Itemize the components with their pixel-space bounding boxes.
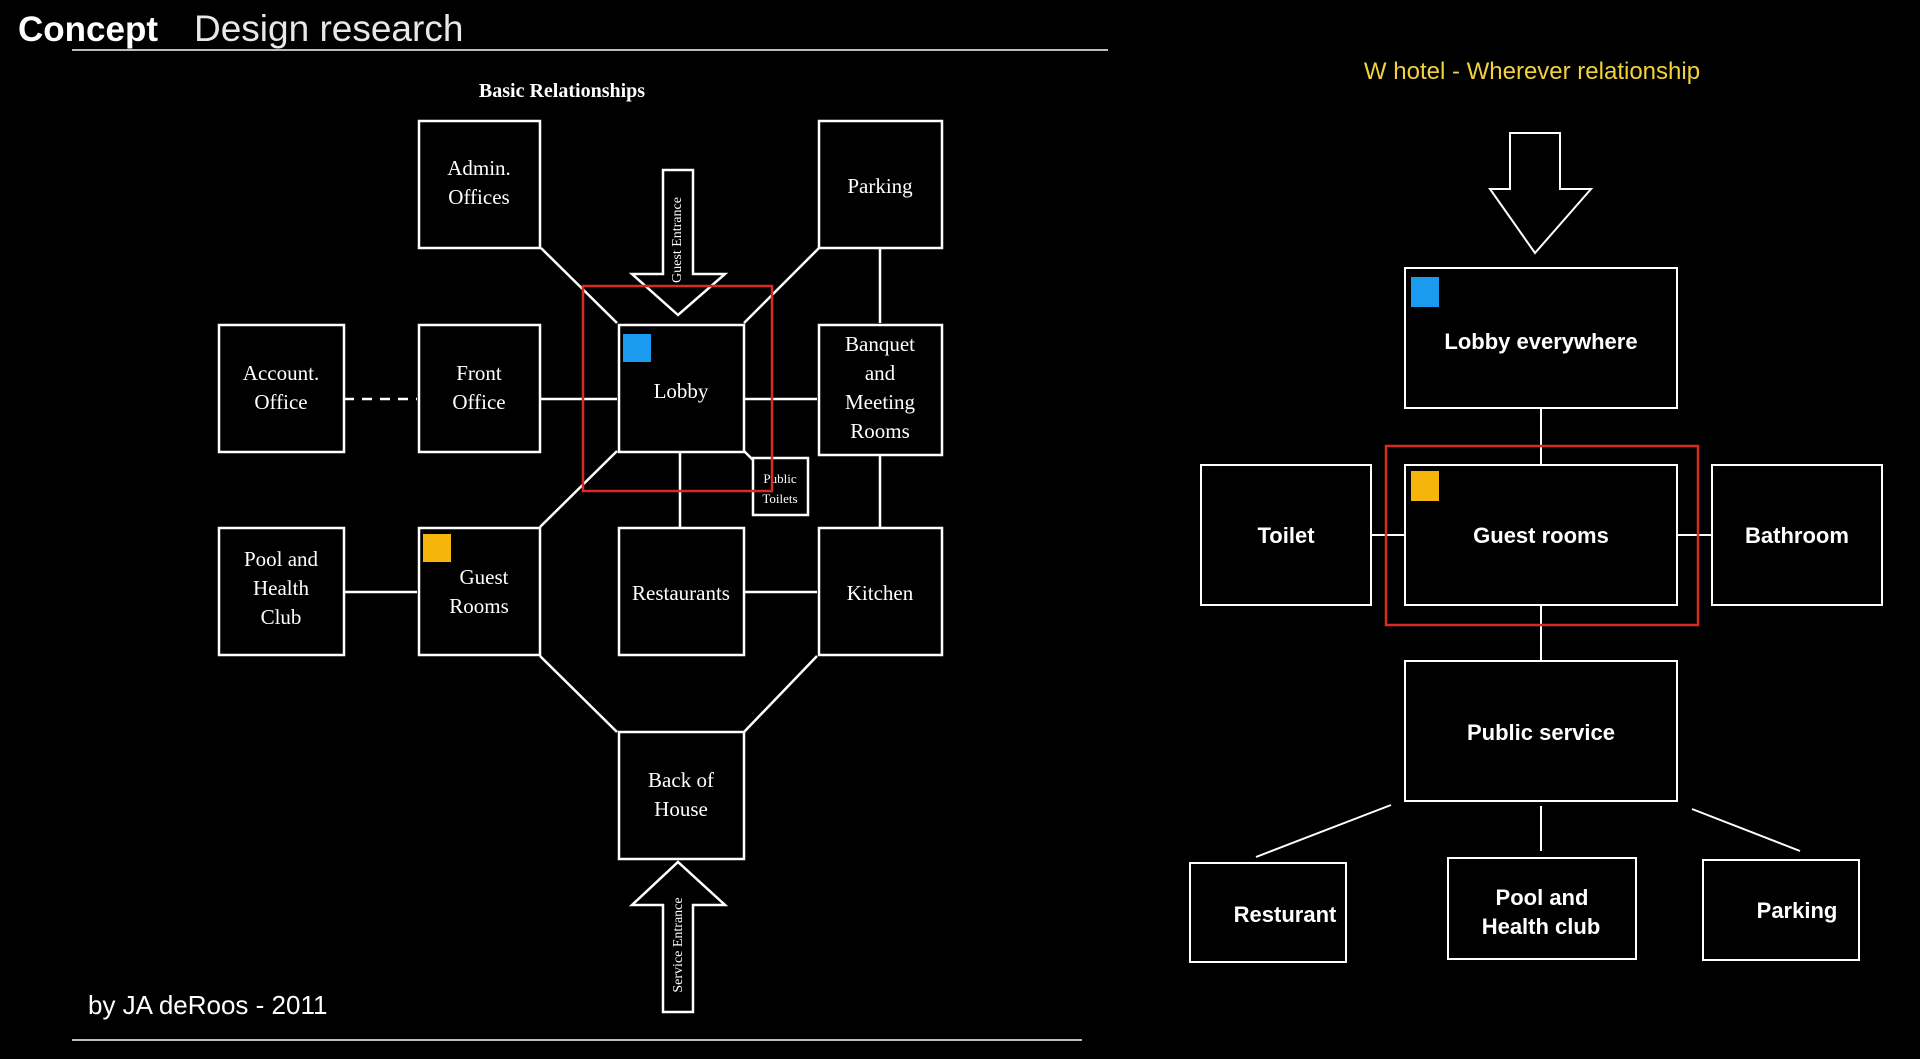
guest-marker-right <box>1411 471 1439 501</box>
right-box-labels: Lobby everywhere Toilet Guest rooms Bath… <box>1234 329 1849 939</box>
box-toilet <box>1200 464 1372 606</box>
connector-parking-lobby <box>743 247 820 324</box>
lobby-marker-right <box>1411 277 1439 307</box>
box-guest-rooms-right <box>1404 464 1678 606</box>
right-diagram-title: W hotel - Wherever relationship <box>1364 58 1700 85</box>
box-back-of-house <box>617 730 746 861</box>
connector-guest-back <box>539 655 618 733</box>
connector-admin-lobby <box>540 247 618 324</box>
right-entrance-arrow <box>1488 132 1594 255</box>
lobby-marker-left <box>623 334 651 362</box>
service-entrance-arrow <box>628 860 729 1014</box>
guest-entrance-label: Guest Entrance <box>670 197 685 283</box>
credit-line: by JA deRoos - 2011 <box>88 990 328 1020</box>
label-parking-left: Parking <box>847 174 913 198</box>
label-kitchen: Kitchen <box>847 581 914 605</box>
left-box-frames <box>217 119 944 861</box>
label-account-office: Account.Office <box>243 361 319 414</box>
lobby-highlight-frame-left <box>581 284 774 493</box>
box-restaurants <box>617 526 746 657</box>
label-lobby-everywhere: Lobby everywhere <box>1444 329 1637 354</box>
label-toilet: Toilet <box>1257 523 1315 548</box>
box-account-office <box>217 323 346 454</box>
box-pool-health-club <box>217 526 346 657</box>
box-pool-health-club-right <box>1447 857 1637 960</box>
right-box-frames <box>1189 267 1883 963</box>
label-guest-rooms-right: Guest rooms <box>1473 523 1609 548</box>
connector-public-resturant <box>1255 804 1392 858</box>
left-diagram-title: Basic Relationships <box>479 80 645 102</box>
box-public-toilets <box>751 456 810 517</box>
label-bathroom: Bathroom <box>1745 523 1849 548</box>
box-parking-right <box>1702 859 1860 961</box>
box-kitchen <box>817 526 944 657</box>
box-banquet-meeting <box>817 323 944 457</box>
box-admin-offices <box>417 119 542 250</box>
guest-entrance-arrow <box>628 168 729 317</box>
label-resturant: Resturant <box>1234 902 1337 927</box>
guest-marker-left <box>423 534 451 562</box>
connector-public-parking <box>1691 808 1801 852</box>
left-box-labels: Admin.Offices Parking Account.Office Fro… <box>243 156 916 821</box>
label-parking-right: Parking <box>1757 898 1838 923</box>
box-public-service <box>1404 660 1678 802</box>
label-public-service: Public service <box>1467 720 1615 745</box>
heading-design-research: Design research <box>194 8 464 49</box>
connector-lobby-toilets <box>743 450 754 461</box>
guest-highlight-frame-right <box>1384 444 1700 627</box>
connector-lobby-guest <box>539 450 618 528</box>
box-front-office <box>417 323 542 454</box>
left-connectors <box>344 247 882 733</box>
page-heading: Concept Design research <box>18 8 463 50</box>
box-resturant <box>1189 862 1347 963</box>
connector-kitchen-back <box>743 655 818 733</box>
service-entrance-label: Service Entrance <box>671 897 686 992</box>
label-lobby-left: Lobby <box>654 379 709 403</box>
label-restaurants: Restaurants <box>632 581 730 605</box>
box-lobby-everywhere <box>1404 267 1678 409</box>
right-connectors <box>1255 408 1801 858</box>
box-bathroom <box>1711 464 1883 606</box>
box-parking-left <box>817 119 944 250</box>
label-admin-offices: Admin.Offices <box>447 156 511 209</box>
heading-concept: Concept <box>18 10 158 49</box>
